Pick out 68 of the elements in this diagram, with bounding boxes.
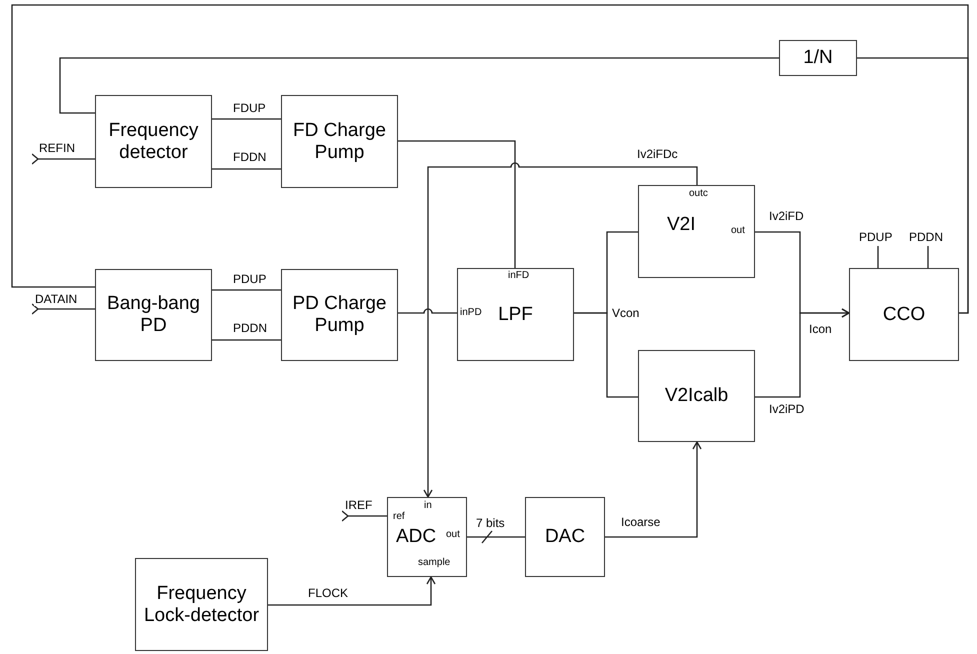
signal-line <box>59 57 779 114</box>
process-block <box>95 269 212 361</box>
process-block <box>849 268 959 361</box>
signal-line <box>467 536 525 538</box>
block-label: Bang-bang PD <box>106 293 201 337</box>
signal-label: Icon <box>808 322 833 336</box>
process-block <box>638 350 755 442</box>
block-label: V2I <box>667 214 696 236</box>
adc-block <box>387 497 467 577</box>
signal-line <box>11 4 969 314</box>
block-label: FD Charge Pump <box>292 120 387 164</box>
signal-line <box>574 312 638 398</box>
process-block <box>95 95 212 188</box>
signal-label: FLOCK <box>307 586 350 600</box>
process-block <box>135 558 268 651</box>
process-block <box>281 269 398 361</box>
process-block <box>779 40 857 76</box>
port-label: ref <box>393 512 405 522</box>
port-label: inPD <box>460 308 482 318</box>
signal-label: PDDN <box>232 321 268 335</box>
process-block <box>281 95 398 188</box>
signal-label: Vcon <box>611 306 640 320</box>
signal-arrow <box>755 308 850 398</box>
block-label: ADC <box>396 526 436 548</box>
port-label: out <box>446 530 460 540</box>
dac-block <box>525 497 605 577</box>
process-block <box>457 268 574 361</box>
block-label: V2Icalb <box>664 385 728 407</box>
port-label: inFD <box>508 271 530 281</box>
signal-line <box>212 168 281 170</box>
signal-label: Iv2iFD <box>768 209 805 223</box>
signal-label: REFIN <box>38 141 76 155</box>
port-label: out <box>731 226 745 236</box>
signal-line <box>877 246 879 268</box>
signal-label: FDUP <box>232 101 267 115</box>
signal-label: PDUP <box>858 230 894 244</box>
signal-line <box>398 308 457 314</box>
block-label: Frequency detector <box>108 120 200 164</box>
block-label: 1/N <box>803 47 833 69</box>
signal-arrow <box>268 576 436 606</box>
signal-arrow <box>31 303 95 315</box>
process-block <box>638 185 755 278</box>
block-label: Frequency Lock-detector <box>142 582 260 626</box>
port-label: outc <box>689 189 708 199</box>
block-label: PD Charge Pump <box>292 293 388 337</box>
signal-label: IREF <box>344 498 374 512</box>
signal-label: FDDN <box>232 150 268 164</box>
signal-line <box>212 118 281 120</box>
signal-arrow <box>605 441 702 538</box>
signal-label: PDDN <box>908 230 944 244</box>
signal-label: DATAIN <box>34 292 78 306</box>
signal-arrow <box>423 162 698 498</box>
signal-label: PDUP <box>232 272 268 286</box>
signal-label: Iv2iFDc <box>636 147 679 161</box>
signal-line <box>927 246 929 268</box>
block-label: DAC <box>544 526 586 548</box>
signal-line <box>212 289 281 291</box>
signal-arrow <box>341 510 387 522</box>
signal-line <box>212 339 281 341</box>
signal-label: Icoarse <box>620 515 662 529</box>
signal-label: 7 bits <box>475 516 506 530</box>
block-label: CCO <box>882 304 926 326</box>
signal-line <box>398 140 516 268</box>
signal-label: Iv2iPD <box>768 402 806 416</box>
port-label: in <box>424 501 432 511</box>
port-label: sample <box>418 558 450 568</box>
block-label: LPF <box>498 304 533 326</box>
signal-arrow <box>31 153 95 165</box>
